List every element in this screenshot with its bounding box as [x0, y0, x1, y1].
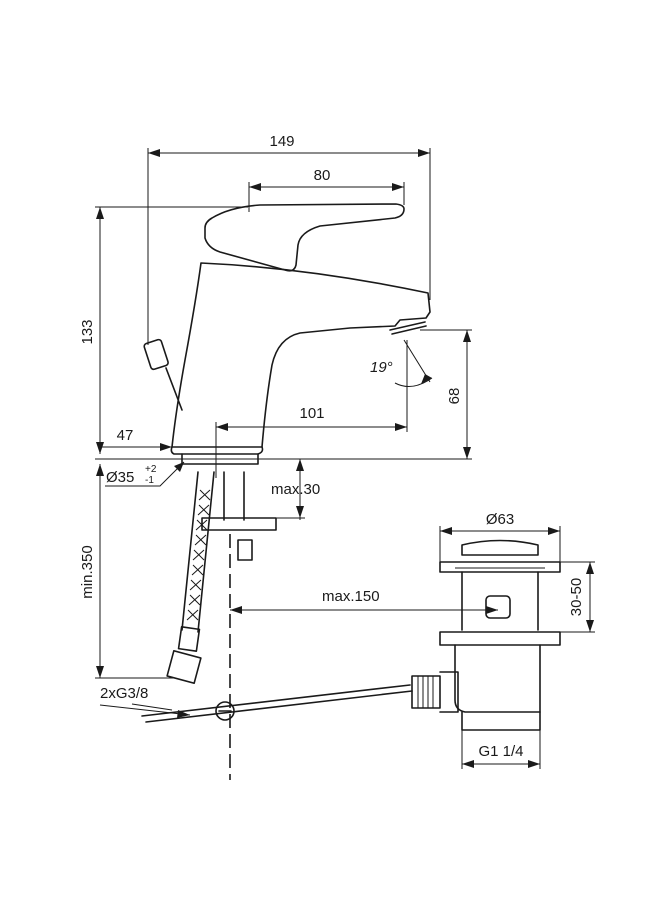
aerator	[389, 321, 427, 335]
popup-knob	[143, 338, 169, 371]
dim-hole-tol-minus: -1	[145, 475, 154, 486]
dim-101-label: 101	[299, 405, 324, 422]
fixing-nut	[237, 539, 253, 561]
dim-g38-line	[99, 704, 191, 716]
linkage-rod	[141, 684, 413, 723]
fixing-plate	[201, 517, 277, 531]
base-plate	[170, 446, 264, 455]
faucet-spout-body	[171, 262, 431, 448]
dim-149-label: 149	[269, 133, 294, 150]
dim-hole-label: Ø35	[106, 469, 134, 486]
threaded-shank	[223, 471, 245, 521]
under-deck	[141, 471, 413, 780]
dim-80-label: 80	[314, 167, 331, 184]
waste-body	[461, 571, 539, 631]
hose-braid	[186, 489, 211, 621]
faucet-handle	[204, 203, 405, 272]
waste-slot	[485, 595, 511, 619]
dim-min350-label: min.350	[79, 545, 96, 598]
hose-nut	[166, 650, 202, 684]
linkage-clip	[215, 701, 235, 721]
pivot-housing	[411, 675, 441, 709]
pivot-nut	[439, 671, 459, 713]
dim-63-label: Ø63	[486, 511, 514, 528]
angle-label: 19°	[370, 359, 393, 376]
waste-tail	[454, 644, 541, 713]
popup-rod	[165, 367, 183, 411]
dim-g114-label: G1 1/4	[478, 743, 523, 760]
waste-tail-thread	[461, 711, 541, 731]
braided-hose	[181, 471, 215, 633]
dim-g38-label: 2xG3/8	[100, 685, 148, 702]
dim-3050-label: 30-50	[568, 578, 585, 616]
waste-cap	[461, 539, 539, 556]
hose-connector	[177, 626, 201, 652]
dim-47-label: 47	[117, 427, 134, 444]
waste-assembly	[411, 539, 561, 731]
dim-68-label: 68	[446, 388, 463, 405]
dim-hole-leader	[105, 461, 185, 487]
waste-nut	[439, 631, 561, 646]
dim-max30-label: max.30	[271, 481, 320, 498]
faucet-body	[143, 203, 431, 465]
waste-flange	[439, 561, 561, 573]
dim-hole-tol-plus: +2	[145, 464, 157, 475]
dim-133-label: 133	[79, 319, 96, 344]
dim-max150-label: max.150	[322, 588, 380, 605]
